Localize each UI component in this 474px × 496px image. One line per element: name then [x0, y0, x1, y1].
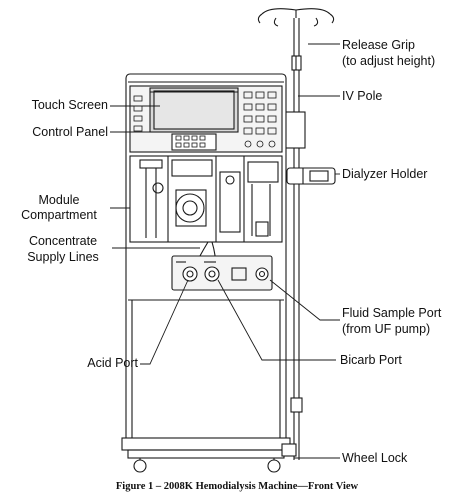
label-control-panel: Control Panel [32, 125, 108, 139]
module-compartment [129, 155, 283, 243]
dialyzer-holder [286, 167, 336, 185]
port-panel [171, 255, 273, 291]
leader-lines [110, 43, 340, 459]
label-release-grip: Release Grip [342, 38, 415, 52]
figure-caption: Figure 1 – 2008K Hemodialysis Machine—Fr… [115, 481, 359, 492]
label-release-grip-note: (to adjust height) [342, 54, 436, 68]
label-wheel-lock: Wheel Lock [342, 451, 408, 465]
control-panel [129, 85, 283, 153]
label-module-compartment: Compartment [21, 208, 97, 222]
label-bicarb-port: Bicarb Port [340, 353, 402, 367]
label-fluid-sample-port: Fluid Sample Port [342, 306, 442, 320]
label-concentrate: Concentrate [28, 234, 98, 248]
label-fluid-sample-note: (from UF pump) [342, 322, 431, 336]
label-acid-port: Acid Port [87, 356, 138, 370]
label-dialyzer-holder: Dialyzer Holder [342, 167, 428, 181]
label-supply-lines: Supply Lines [27, 250, 99, 264]
label-module: Module [38, 193, 80, 207]
label-touch-screen: Touch Screen [31, 98, 108, 112]
machine-base [121, 437, 297, 473]
label-iv-pole: IV Pole [342, 89, 383, 103]
